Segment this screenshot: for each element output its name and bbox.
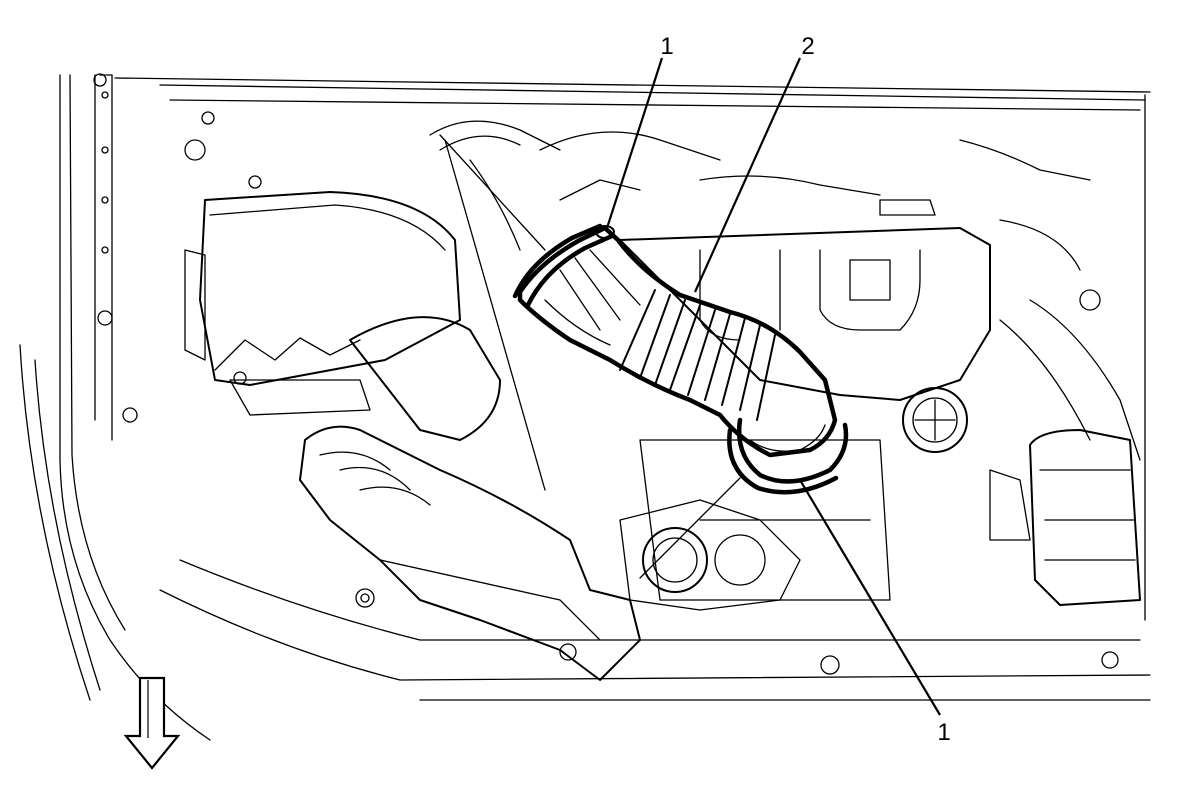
right-side-components <box>559 289 1141 675</box>
leader-lines <box>439 57 941 716</box>
callout-upper-clamp: 1 <box>660 33 673 60</box>
lower-air-intake-duct <box>299 316 641 681</box>
throttle-body <box>619 499 801 611</box>
callouts: 1 2 1 <box>660 33 950 746</box>
callout-duct: 2 <box>801 33 814 60</box>
arrow-down-icon <box>123 676 181 770</box>
leader-line-upper-clamp <box>605 57 664 229</box>
air-cleaner-housing <box>184 139 461 416</box>
callout-lower-clamp: 1 <box>937 719 950 746</box>
engine-cover <box>619 227 991 601</box>
air-intake-duct <box>517 225 838 458</box>
vehicle-body-outline <box>19 73 1151 741</box>
hoses-and-wiring <box>201 111 1141 461</box>
leader-line-lower-clamp <box>799 479 941 716</box>
upper-clamp <box>512 223 615 308</box>
leader-line-duct <box>693 57 802 293</box>
lower-clamp <box>727 417 849 495</box>
